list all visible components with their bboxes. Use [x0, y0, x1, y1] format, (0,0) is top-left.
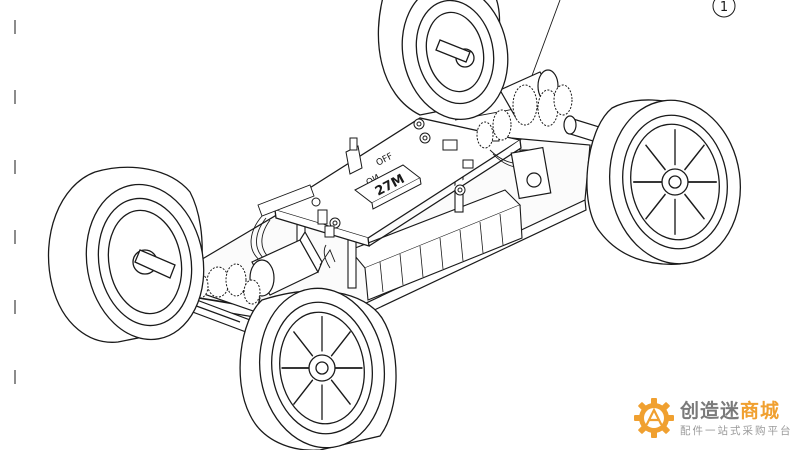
wheel-front-left — [47, 166, 205, 343]
wheel-rear-right — [586, 99, 742, 265]
antenna-wire — [319, 244, 336, 269]
watermark-brand-part2: 商城 — [740, 400, 781, 422]
watermark-tagline: 配件一站式采购平台 — [680, 425, 793, 437]
watermark-brand: 创造迷商城 — [680, 396, 780, 423]
front-motor — [249, 230, 323, 297]
wheel-rear-left — [377, 0, 509, 121]
watermark: 创造迷商城 配件一站式采购平台 — [632, 394, 800, 444]
power-switch[interactable] — [345, 137, 363, 175]
battery-pack — [349, 189, 523, 301]
rear-gears — [476, 84, 573, 149]
gear-logo-icon — [634, 398, 674, 438]
wheel-front-right — [239, 287, 397, 450]
sheet-number-badge: 1 — [712, 0, 736, 18]
watermark-brand-part1: 创造迷 — [680, 400, 741, 422]
sheet-number: 1 — [720, 0, 728, 15]
